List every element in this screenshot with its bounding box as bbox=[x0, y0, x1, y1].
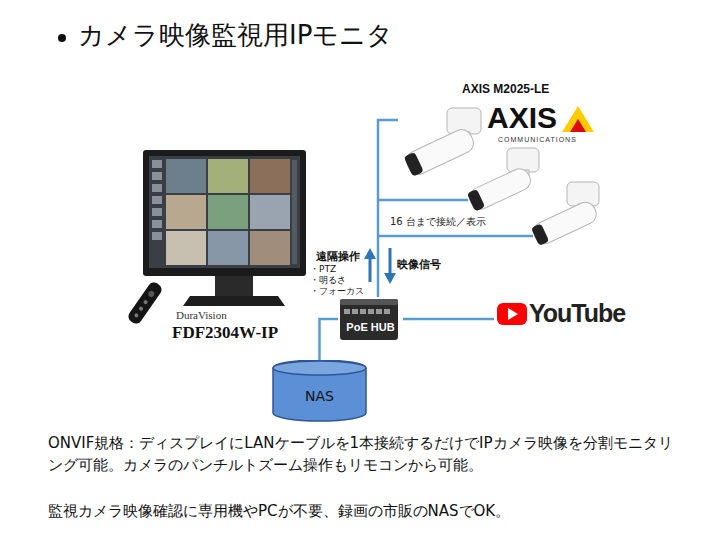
camera-branch-wires bbox=[378, 200, 533, 236]
video-tile bbox=[208, 195, 248, 229]
remote-button bbox=[143, 299, 149, 305]
monitor-base bbox=[183, 296, 285, 306]
monitor-screen bbox=[149, 156, 300, 268]
caption-note: 監視カメラ映像確認に専用機やPCが不要、録画の市販のNASでOK。 bbox=[48, 500, 678, 522]
camera-lens bbox=[531, 223, 549, 246]
remote-label: 遠隔操作 bbox=[316, 250, 360, 263]
toolbar-icon bbox=[152, 160, 162, 168]
connection-note: 16 台まで接続／表示 bbox=[390, 216, 486, 228]
camera-body bbox=[403, 126, 477, 177]
remote-body bbox=[126, 280, 164, 326]
hub-port bbox=[376, 309, 382, 314]
video-tile bbox=[250, 195, 290, 229]
video-label: 映像信号 bbox=[397, 258, 441, 271]
hub-port bbox=[344, 309, 350, 314]
hub-port bbox=[368, 309, 374, 314]
toolbar-icon bbox=[152, 232, 162, 240]
model-name: AXIS M2025-LE bbox=[462, 82, 549, 96]
remote-item: ・フォーカス bbox=[310, 286, 364, 297]
youtube-wordmark: YouTube bbox=[529, 298, 625, 328]
model-name: FDF2304W-IP bbox=[172, 323, 278, 343]
camera-body bbox=[530, 199, 599, 247]
camera-housing bbox=[466, 166, 533, 213]
screen-toolbar bbox=[152, 160, 162, 240]
video-tile bbox=[166, 159, 206, 193]
network-cable bbox=[378, 120, 398, 297]
network-cable bbox=[403, 318, 494, 321]
video-tile bbox=[208, 159, 248, 193]
video-tile bbox=[166, 195, 206, 229]
hub-port bbox=[352, 309, 358, 314]
camera-3 bbox=[530, 182, 599, 247]
remote-button bbox=[147, 290, 155, 298]
poe-hub: PoE HUB bbox=[338, 297, 403, 341]
youtube-play-mark bbox=[497, 303, 527, 325]
remote-arrow bbox=[369, 258, 372, 282]
logo-triangle bbox=[562, 106, 594, 132]
video-tile bbox=[250, 159, 290, 193]
branch-wire bbox=[378, 235, 533, 238]
caption-text: ONVIF規格：ディスプレイにLANケーブルを1本接続するだけでIPカメラ映像を… bbox=[48, 432, 678, 476]
camera-mount bbox=[507, 148, 539, 172]
monitor-drawing bbox=[143, 150, 306, 306]
youtube-logo: YouTube bbox=[494, 296, 629, 332]
hub-body bbox=[340, 299, 398, 340]
hub-label: PoE HUB bbox=[338, 321, 403, 334]
remote-item: ・PTZ bbox=[310, 264, 336, 275]
remote-control bbox=[126, 280, 164, 326]
toolbar-icon bbox=[152, 208, 162, 216]
camera-1 bbox=[403, 108, 481, 178]
toolbar-icon bbox=[152, 220, 162, 228]
camera-housing bbox=[530, 199, 599, 247]
logo-triangle bbox=[570, 119, 586, 132]
branch-wire bbox=[378, 199, 468, 202]
remote-item: ・明るさ bbox=[310, 275, 346, 286]
hub-drawing bbox=[340, 299, 398, 340]
network-cable bbox=[320, 319, 339, 360]
title-bullet bbox=[58, 34, 66, 42]
camera-group: AXIS M2025-LE AXISCOMMUNICATIONS bbox=[398, 78, 608, 256]
play-triangle bbox=[508, 308, 518, 320]
video-tile bbox=[250, 231, 290, 265]
hub-top bbox=[340, 299, 398, 305]
axis-logo-mark bbox=[562, 106, 594, 132]
arrow-head bbox=[384, 273, 396, 284]
nas-cylinder: NAS bbox=[272, 360, 367, 422]
toolbar-icon bbox=[152, 172, 162, 180]
video-tiles bbox=[166, 159, 297, 265]
camera-housing bbox=[403, 126, 477, 177]
video-arrow bbox=[389, 248, 392, 274]
screen-sidebar bbox=[292, 160, 297, 264]
camera-lens bbox=[467, 189, 485, 212]
brand-subtext: COMMUNICATIONS bbox=[498, 136, 577, 144]
toolbar-icon bbox=[152, 184, 162, 192]
cylinder-top bbox=[273, 361, 366, 375]
remote-button bbox=[134, 313, 140, 319]
monitor-bezel bbox=[143, 150, 306, 276]
camera-lens bbox=[404, 152, 424, 177]
video-tile bbox=[208, 231, 248, 265]
nas-label: NAS bbox=[272, 388, 367, 405]
play-button bbox=[497, 303, 527, 325]
hub-ports bbox=[344, 309, 390, 314]
signal-arrows bbox=[364, 248, 396, 284]
remote-button bbox=[138, 306, 144, 312]
video-tile bbox=[166, 231, 206, 265]
camera-body bbox=[466, 166, 533, 213]
toolbar-icon bbox=[152, 196, 162, 204]
brand-logo-text: AXIS bbox=[487, 100, 557, 136]
hub-port bbox=[384, 309, 390, 314]
brand-name: DuraVision bbox=[176, 309, 227, 322]
arrow-head bbox=[364, 248, 376, 259]
hub-port bbox=[360, 309, 366, 314]
monitor: DuraVisionFDF2304W-IP bbox=[138, 150, 310, 350]
camera-2 bbox=[466, 148, 539, 212]
slide-title: カメラ映像監視用IPモニタ bbox=[78, 20, 393, 51]
cylinder-body bbox=[273, 360, 366, 421]
